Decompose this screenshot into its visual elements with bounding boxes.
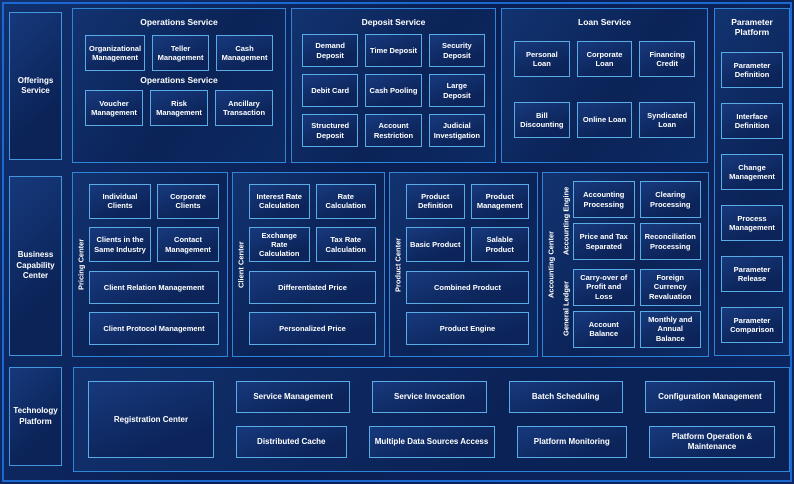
- general-ledger-vertical-label: General Ledger: [561, 280, 571, 336]
- diagram-box: Clearing Processing: [639, 181, 701, 219]
- diagram-box: Batch Scheduling: [508, 381, 623, 413]
- technology-platform-panel: Registration Center Service Management S…: [73, 367, 790, 472]
- diagram-box: Personalized Price: [249, 312, 376, 346]
- diagram-box: Cash Management: [216, 35, 273, 71]
- loan-row-2: Bill Discounting Online Loan Syndicated …: [514, 102, 695, 138]
- diagram-box: Service Management: [236, 381, 351, 413]
- diagram-box: Judicial Investigation: [428, 114, 485, 147]
- diagram-box: Corporate Clients: [157, 183, 219, 219]
- diagram-box: Price and Tax Separated: [573, 223, 635, 261]
- technology-platform-label: Technology Platform: [9, 367, 62, 466]
- diagram-box: Process Management: [721, 205, 783, 241]
- deposit-service-title: Deposit Service: [361, 17, 426, 27]
- technology-platform-grid: Service Management Service Invocation Ba…: [236, 381, 775, 458]
- diagram-box: Distributed Cache: [236, 426, 347, 458]
- diagram-box: Exchange Rate Calculation: [249, 227, 310, 263]
- diagram-box: Interest Rate Calculation: [249, 183, 310, 219]
- diagram-box: Account Restriction: [365, 114, 422, 147]
- pricing-center-vertical-label: Pricing Center: [76, 238, 86, 291]
- diagram-box: Time Deposit: [365, 34, 422, 67]
- diagram-box: Combined Product: [406, 270, 529, 304]
- diagram-box: Debit Card: [302, 74, 359, 107]
- diagram-box: Multiple Data Sources Access: [368, 426, 495, 458]
- diagram-box: Parameter Definition: [721, 52, 783, 88]
- diagram-box: Salable Product: [470, 227, 529, 263]
- diagram-box: Corporate Loan: [576, 41, 633, 77]
- parameter-platform-panel: Parameter Platform Parameter Definition …: [714, 8, 790, 356]
- diagram-box: Bill Discounting: [514, 102, 570, 138]
- diagram-box: Client Relation Management: [89, 270, 219, 304]
- diagram-box: Reconciliation Processing: [639, 223, 701, 261]
- diagram-box: Configuration Management: [644, 381, 775, 413]
- diagram-box: Demand Deposit: [302, 34, 359, 67]
- general-ledger-group: General Ledger Carry-over of Profit and …: [559, 268, 701, 348]
- accounting-engine-group: Accounting Engine Accounting Processing …: [559, 181, 701, 261]
- operations-service-subtitle: Operations Service: [140, 75, 218, 85]
- deposit-service-panel: Deposit Service Demand Deposit Time Depo…: [291, 8, 496, 163]
- diagram-box: Teller Management: [152, 35, 210, 71]
- diagram-box: Syndicated Loan: [639, 102, 695, 138]
- diagram-box: Product Definition: [406, 183, 465, 219]
- diagram-box: Product Management: [470, 183, 529, 219]
- client-center-vertical-label: Client Center: [236, 241, 246, 288]
- deposit-grid: Demand Deposit Time Deposit Security Dep…: [302, 34, 485, 147]
- client-center-content: Interest Rate Calculation Rate Calculati…: [249, 173, 384, 356]
- diagram-box: Organizational Management: [85, 35, 146, 71]
- diagram-box: Contact Management: [157, 227, 219, 263]
- diagram-box: Ancillary Transaction: [215, 90, 273, 126]
- diagram-box: Rate Calculation: [315, 183, 376, 219]
- product-center-content: Product Definition Product Management Ba…: [406, 173, 537, 356]
- diagram-box: Platform Monitoring: [516, 426, 628, 458]
- accounting-center-content: Accounting Engine Accounting Processing …: [559, 173, 708, 356]
- accounting-engine-vertical-label: Accounting Engine: [561, 186, 571, 255]
- operations-row-1: Organizational Management Teller Managem…: [85, 35, 273, 71]
- operations-service-title: Operations Service: [140, 17, 218, 27]
- diagram-box: Individual Clients: [89, 183, 151, 219]
- diagram-box: Monthly and Annual Balance: [639, 310, 701, 348]
- diagram-box: Tax Rate Calculation: [315, 227, 376, 263]
- diagram-box: Structured Deposit: [302, 114, 359, 147]
- offerings-service-label: Offerings Service: [9, 12, 62, 160]
- diagram-box: Clients in the Same Industry: [89, 227, 151, 263]
- diagram-box: Cash Pooling: [365, 74, 422, 107]
- diagram-box: Accounting Processing: [573, 181, 635, 219]
- diagram-box: Foreign Currency Revaluation: [639, 268, 701, 306]
- operations-row-2: Voucher Management Risk Management Ancil…: [85, 90, 273, 126]
- product-center-vertical-label: Product Center: [393, 237, 403, 292]
- accounting-center-panel: Accounting Center Accounting Engine Acco…: [542, 172, 709, 357]
- diagram-box: Security Deposit: [428, 34, 485, 67]
- diagram-box: Financing Credit: [639, 41, 695, 77]
- diagram-box: Account Balance: [573, 310, 635, 348]
- diagram-box: Interface Definition: [721, 103, 783, 139]
- diagram-box: Personal Loan: [514, 41, 570, 77]
- diagram-box: Online Loan: [576, 102, 633, 138]
- accounting-center-vertical-label: Accounting Center: [546, 230, 556, 299]
- diagram-box: Risk Management: [150, 90, 208, 126]
- diagram-box: Basic Product: [406, 227, 465, 263]
- product-center-panel: Product Center Product Definition Produc…: [389, 172, 538, 357]
- diagram-box: Product Engine: [406, 312, 529, 346]
- diagram-box: Large Deposit: [428, 74, 485, 107]
- diagram-box: Change Management: [721, 154, 783, 190]
- diagram-box: Carry-over of Profit and Loss: [573, 268, 635, 306]
- pricing-center-content: Individual Clients Corporate Clients Cli…: [89, 173, 227, 356]
- parameter-platform-title: Parameter Platform: [731, 17, 773, 37]
- diagram-box: Client Protocol Management: [89, 312, 219, 346]
- registration-center-box: Registration Center: [88, 381, 214, 458]
- client-center-panel: Client Center Interest Rate Calculation …: [232, 172, 385, 357]
- diagram-box: Voucher Management: [85, 90, 143, 126]
- operations-service-panel: Operations Service Organizational Manage…: [72, 8, 286, 163]
- loan-service-panel: Loan Service Personal Loan Corporate Loa…: [501, 8, 708, 163]
- loan-service-title: Loan Service: [578, 17, 631, 27]
- diagram-box: Parameter Comparison: [721, 307, 783, 343]
- diagram-box: Parameter Release: [721, 256, 783, 292]
- diagram-box: Platform Operation & Maintenance: [649, 426, 775, 458]
- business-capability-center-label: Business Capability Center: [9, 176, 62, 356]
- loan-row-1: Personal Loan Corporate Loan Financing C…: [514, 41, 695, 77]
- diagram-box: Service Invocation: [372, 381, 487, 413]
- pricing-center-panel: Pricing Center Individual Clients Corpor…: [72, 172, 228, 357]
- diagram-box: Differentiated Price: [249, 270, 376, 304]
